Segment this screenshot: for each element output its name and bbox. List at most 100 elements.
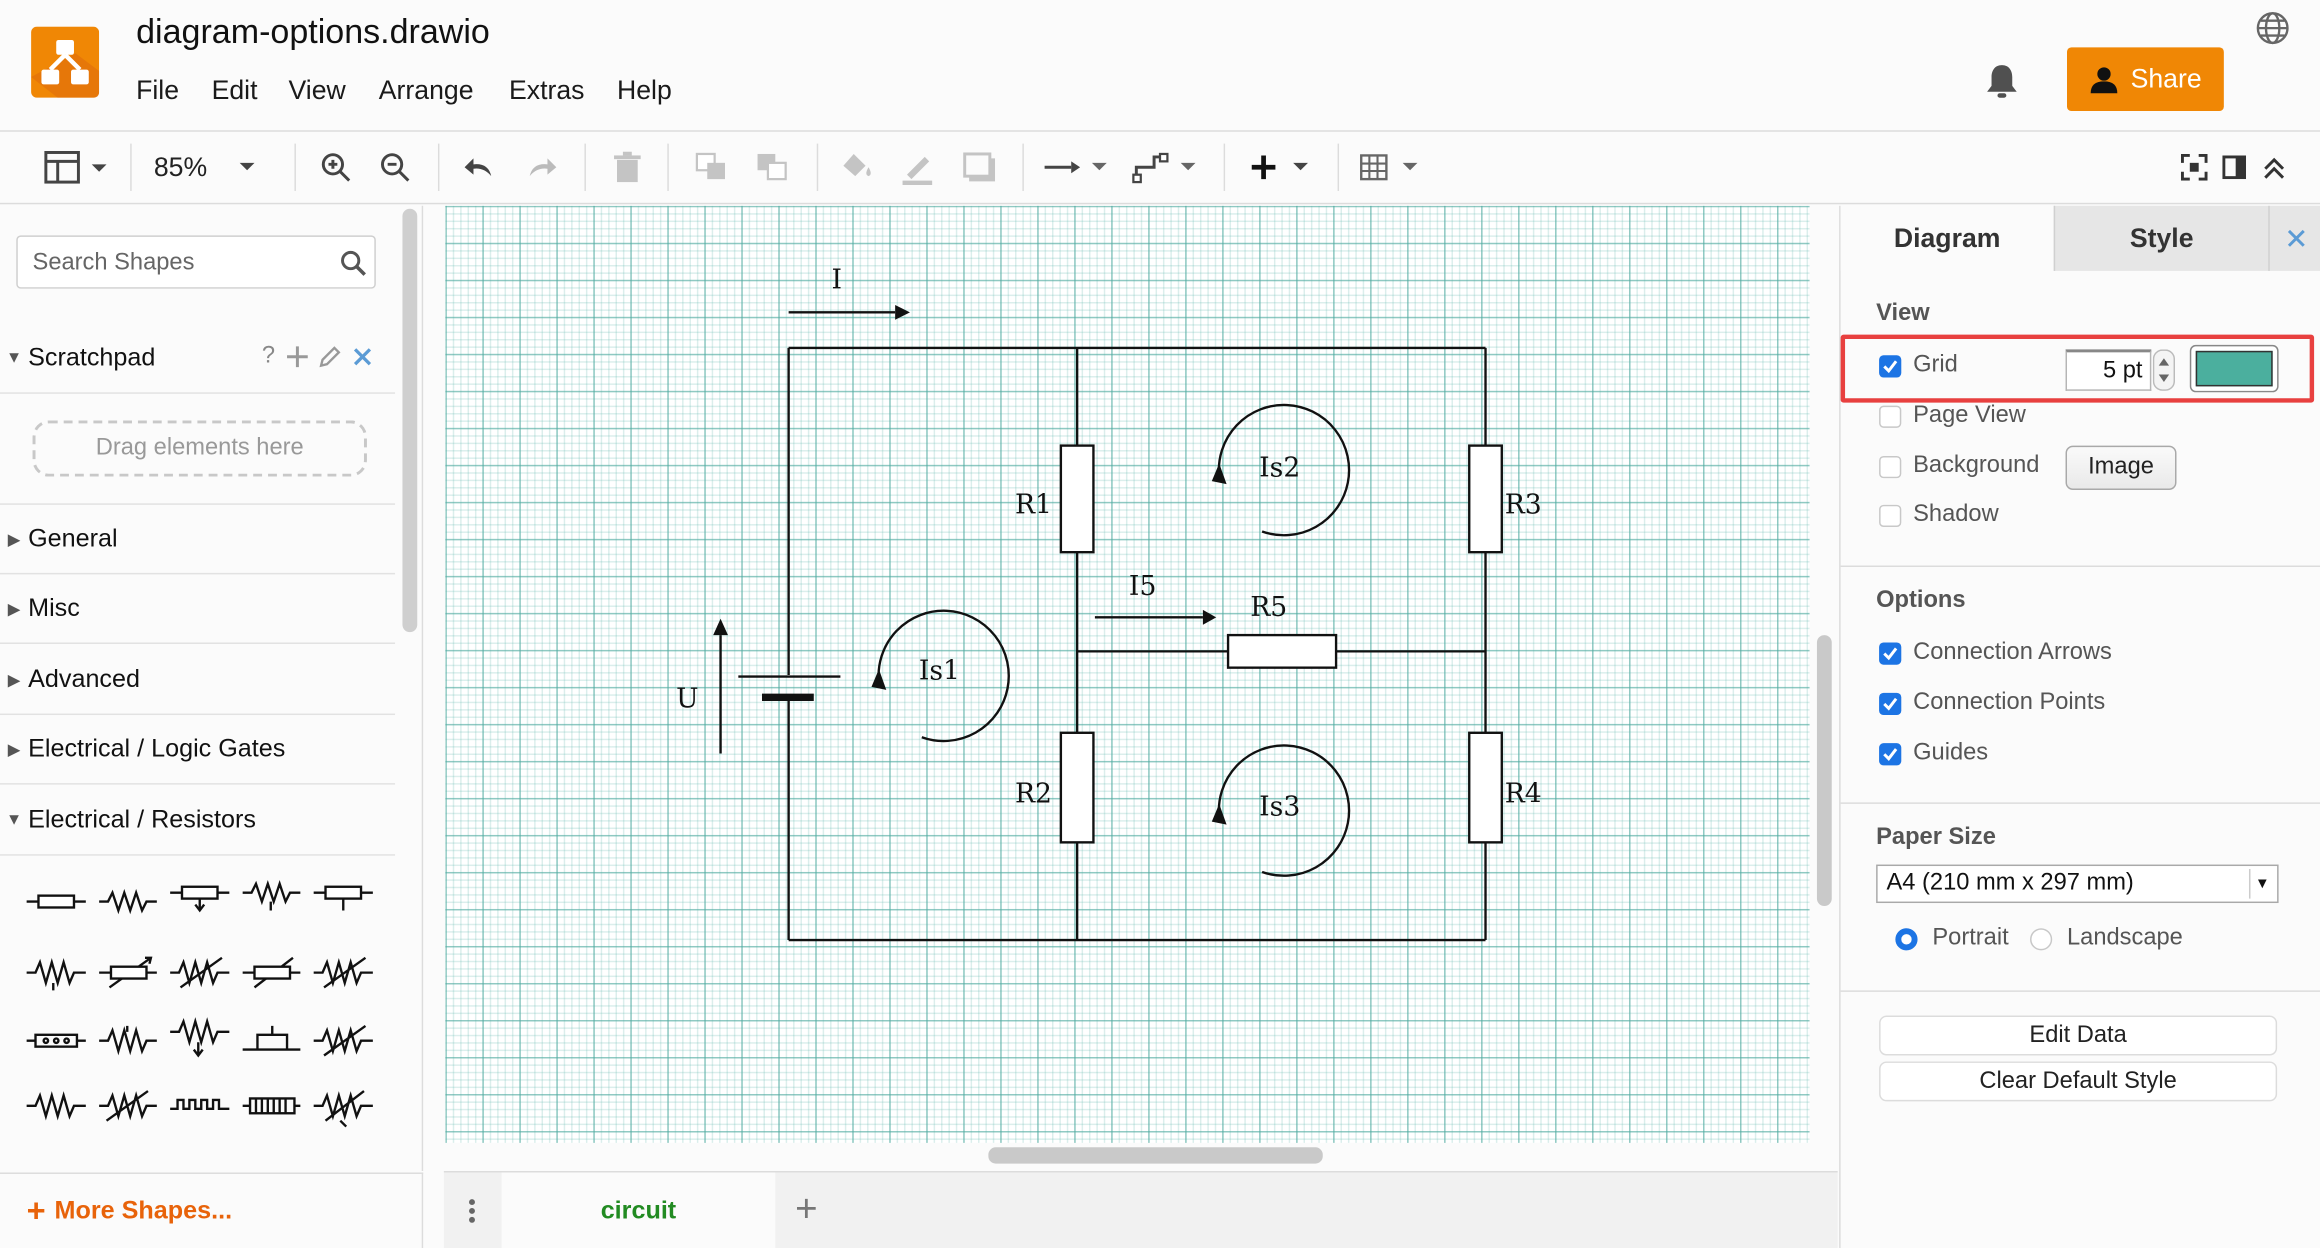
zoom-out-icon[interactable] xyxy=(374,132,415,203)
canvas-grid[interactable] xyxy=(445,205,1810,1143)
shape-potentiometer-box[interactable] xyxy=(170,885,230,913)
insert-icon[interactable] xyxy=(1246,132,1317,203)
resistor-r1[interactable] xyxy=(1059,444,1095,554)
search-icon[interactable] xyxy=(340,250,367,277)
connection-points-option[interactable]: Connection Points xyxy=(1879,690,2105,717)
line-color-icon[interactable] xyxy=(897,132,938,203)
delete-icon[interactable] xyxy=(607,132,648,203)
loop-is1[interactable] xyxy=(877,609,1010,743)
waypoints-icon[interactable] xyxy=(1130,132,1201,203)
shape-resistor-zigzag[interactable] xyxy=(99,888,157,915)
scratchpad-edit-icon[interactable] xyxy=(317,343,344,370)
menu-view[interactable]: View xyxy=(288,75,346,106)
shadow-checkbox[interactable] xyxy=(1879,504,1902,527)
shape-resistor-bracket[interactable] xyxy=(242,1025,301,1051)
background-checkbox[interactable] xyxy=(1879,455,1902,478)
format-panel-icon[interactable] xyxy=(38,132,112,203)
menu-file[interactable]: File xyxy=(136,75,180,106)
resistor-r5[interactable] xyxy=(1226,633,1338,669)
edit-data-button[interactable]: Edit Data xyxy=(1879,1015,2278,1056)
grid-size-input[interactable]: 5 pt xyxy=(2065,349,2152,391)
tab-diagram[interactable]: Diagram xyxy=(1840,205,2054,271)
paper-size-select[interactable]: A4 (210 mm x 297 mm) ▼ xyxy=(1876,864,2279,904)
redo-icon[interactable] xyxy=(521,132,562,203)
shape-resistor-bank[interactable] xyxy=(242,1097,301,1115)
close-panel-icon[interactable] xyxy=(2268,205,2320,271)
scratchpad-help-icon[interactable]: ? xyxy=(261,343,276,369)
shape-resistor-box[interactable] xyxy=(26,894,86,909)
section-logic-gates[interactable]: ▶ Electrical / Logic Gates xyxy=(0,715,396,785)
shape-variable-resistor-zigzag[interactable] xyxy=(170,956,230,989)
shape-varistor[interactable] xyxy=(99,1090,157,1122)
language-globe-icon[interactable] xyxy=(2255,10,2291,46)
to-back-icon[interactable] xyxy=(750,132,794,203)
section-general[interactable]: ▶ General xyxy=(0,505,396,575)
canvas-horizontal-scrollbar[interactable] xyxy=(988,1147,1323,1164)
shape-preset-resistor-box[interactable] xyxy=(242,956,301,989)
shadow-icon[interactable] xyxy=(959,132,1000,203)
guides-checkbox[interactable] xyxy=(1879,742,1902,765)
menu-extras[interactable]: Extras xyxy=(508,75,585,106)
menu-help[interactable]: Help xyxy=(616,75,672,106)
section-resistors[interactable]: ▼ Electrical / Resistors xyxy=(0,786,396,856)
grid-color-button[interactable] xyxy=(2189,344,2279,393)
document-title[interactable]: diagram-options.drawio xyxy=(136,11,490,51)
format-toggle-icon[interactable] xyxy=(2215,132,2253,203)
shape-thermistor[interactable] xyxy=(313,1090,373,1128)
shape-resistor-tap[interactable] xyxy=(170,1017,230,1058)
connection-arrows-option[interactable]: Connection Arrows xyxy=(1879,640,2112,667)
shape-potentiometer-zigzag[interactable] xyxy=(242,880,301,911)
pages-menu-icon[interactable] xyxy=(463,1193,481,1229)
canvas-vertical-scrollbar[interactable] xyxy=(1816,635,1832,907)
grid-size-stepper[interactable] xyxy=(2152,349,2176,391)
scratchpad-close-icon[interactable] xyxy=(352,346,373,367)
shape-resistor-zigzag-4[interactable] xyxy=(313,1024,373,1057)
shape-resistor-dots[interactable] xyxy=(26,1033,86,1048)
tab-style[interactable]: Style xyxy=(2053,205,2269,271)
landscape-radio[interactable] xyxy=(2030,927,2053,950)
section-advanced[interactable]: ▶ Advanced xyxy=(0,645,396,716)
fill-color-icon[interactable] xyxy=(837,132,878,203)
guides-option[interactable]: Guides xyxy=(1879,740,1988,767)
scratchpad-dropzone[interactable]: Drag elements here xyxy=(32,420,367,477)
shape-resistor-zigzag-3[interactable] xyxy=(99,1025,157,1056)
share-button[interactable]: Share xyxy=(2067,47,2224,112)
resistor-r4[interactable] xyxy=(1468,731,1503,844)
more-shapes-button[interactable]: + More Shapes... xyxy=(0,1172,424,1248)
undo-icon[interactable] xyxy=(459,132,500,203)
connection-points-checkbox[interactable] xyxy=(1879,692,1902,715)
portrait-option[interactable]: Portrait xyxy=(1895,925,2009,952)
shape-trimmer-box[interactable] xyxy=(313,885,373,911)
landscape-option[interactable]: Landscape xyxy=(2030,925,2183,952)
grid-checkbox[interactable] xyxy=(1879,354,1902,377)
resistor-r3[interactable] xyxy=(1468,444,1503,554)
circuit-diagram[interactable]: I U R1 R2 R3 R4 R5 I5 Is1 Is2 Is3 xyxy=(425,206,1838,1171)
loop-is2[interactable] xyxy=(1217,403,1351,537)
scratchpad-add-icon[interactable] xyxy=(286,345,310,369)
sidebar-scrollbar[interactable] xyxy=(402,208,418,633)
resistor-r2[interactable] xyxy=(1059,731,1095,844)
loop-is3[interactable] xyxy=(1217,744,1351,877)
clear-default-style-button[interactable]: Clear Default Style xyxy=(1879,1061,2278,1102)
connection-arrows-checkbox[interactable] xyxy=(1879,641,1902,664)
table-icon[interactable] xyxy=(1357,132,1428,203)
shape-preset-resistor-zigzag[interactable] xyxy=(313,956,373,989)
background-image-button[interactable]: Image xyxy=(2065,445,2177,491)
section-misc[interactable]: ▶ Misc xyxy=(0,574,396,644)
shape-variable-resistor-box[interactable] xyxy=(99,956,157,989)
wire-horizontal[interactable] xyxy=(788,346,1486,942)
shape-resistor-zigzag-2[interactable] xyxy=(26,957,86,991)
page-tab-circuit[interactable]: circuit xyxy=(501,1172,776,1248)
page-view-option[interactable]: Page View xyxy=(1879,403,2026,430)
connection-icon[interactable] xyxy=(1042,132,1113,203)
page-view-checkbox[interactable] xyxy=(1879,404,1902,428)
scratchpad-header[interactable]: ▼ Scratchpad ? xyxy=(0,324,396,394)
shadow-option[interactable]: Shadow xyxy=(1879,502,1999,529)
search-shapes-input[interactable] xyxy=(29,236,332,291)
background-option[interactable]: Background xyxy=(1879,453,2039,480)
diagram-canvas[interactable]: I U R1 R2 R3 R4 R5 I5 Is1 Is2 Is3 xyxy=(424,205,1838,1171)
fullscreen-icon[interactable] xyxy=(2175,132,2213,203)
to-front-icon[interactable] xyxy=(689,132,733,203)
shape-resistor-zigzag-5[interactable] xyxy=(26,1091,86,1121)
menu-edit[interactable]: Edit xyxy=(211,75,258,106)
